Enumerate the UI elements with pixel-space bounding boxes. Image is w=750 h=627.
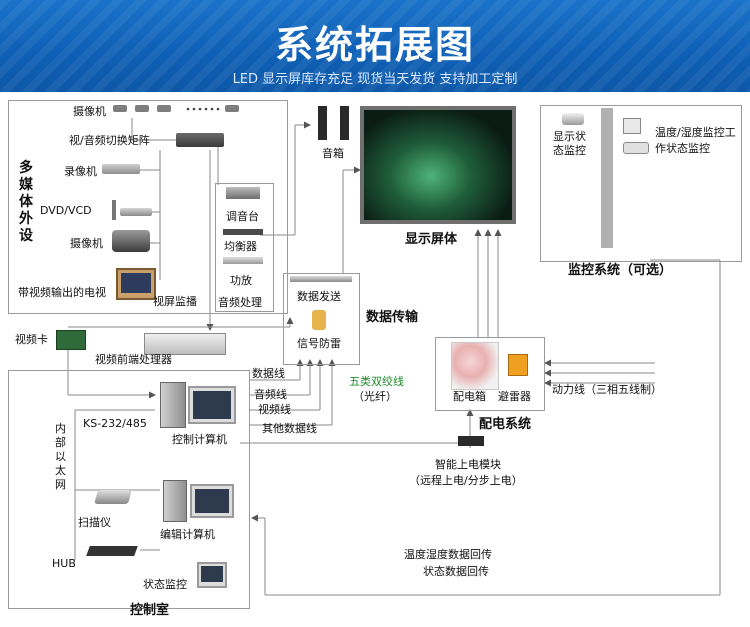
matrix-switch-icon [176,133,224,147]
audio-processing-box [215,183,274,312]
power-module-icon [458,436,484,446]
amplifier-icon [223,257,263,264]
edit-pc-tower-icon [163,480,187,522]
power-line-label: 动力线（三相五线制） [552,383,662,396]
tv-icon [116,268,156,300]
equalizer-icon [223,229,263,235]
edit-pc-label: 编辑计算机 [160,528,215,541]
video-processor-icon [144,333,226,355]
equalizer-label: 均衡器 [224,240,257,253]
audio-group-label: 音频处理 [218,296,262,309]
status-camera-icon [562,113,584,125]
ethernet-label: 内部以太网 [55,422,66,491]
fiber-label: （光纤） [353,390,397,403]
monitoring-label: 监控系统（可选） [568,263,673,278]
hub-icon [86,546,138,556]
dvd-tower-icon [112,200,116,220]
led-display-screen [360,106,516,224]
monitor-item1-label: 显示状态监控 [553,130,586,157]
speaker-label: 音箱 [322,147,344,160]
monitor-pole [601,108,613,248]
sensor-icon-1 [623,118,641,134]
recorder-icon [102,164,140,174]
camera-label: 摄像机 [73,105,106,118]
lightning-protector-icon [312,310,326,330]
control-pc-monitor-icon [188,386,236,424]
status-monitor-icon [197,562,227,588]
scanner-label: 扫描仪 [78,516,111,529]
feedback-line1: 温度湿度数据回传 [404,548,492,561]
arrester-label: 避雷器 [498,390,531,403]
dvd-player-icon [120,208,152,216]
camera-row-icon [113,101,243,117]
power-module-label: 智能上电模块 [435,458,501,471]
mixer-icon [226,187,260,199]
mixer-label: 调音台 [226,210,259,223]
line-audio-label: 音频线 [254,388,287,401]
media-peripherals-box [8,100,288,314]
video-card-label: 视频卡 [15,333,48,346]
speaker-left-icon [318,106,327,140]
camcorder-icon [112,230,150,252]
monitor-item2-label: 温度/湿度监控工作状态监控 [655,126,736,155]
power-system-box [435,337,545,411]
hub-label: HUB [52,557,76,570]
arrester-icon [508,354,528,376]
sensor-icon-2 [623,142,649,154]
recorder-label: 录像机 [64,165,97,178]
power-module-note: （远程上电/分步上电） [409,474,523,487]
status-monitor-label: 状态监控 [143,578,187,591]
page-subtitle: LED 显示屏库存充足 现货当天发货 支持加工定制 [232,72,518,87]
page-title: 系统拓展图 [274,23,475,67]
line-data-label: 数据线 [252,367,285,380]
amplifier-label: 功放 [230,274,252,287]
control-room-label: 控制室 [130,603,170,618]
transmission-label: 数据传输 [366,310,419,325]
video-processor-label: 视频前端处理器 [95,353,172,366]
edit-pc-monitor-icon [190,484,234,518]
video-card-icon [56,330,86,350]
line-other-label: 其他数据线 [262,422,317,435]
rs-label: KS-232/485 [83,417,147,430]
header-banner: 系统拓展图 LED 显示屏库存充足 现货当天发货 支持加工定制 [0,0,750,92]
distribution-box-label: 配电箱 [453,390,486,403]
control-pc-tower-icon [160,382,186,428]
control-pc-label: 控制计算机 [172,433,227,446]
feedback-line2: 状态数据回传 [423,565,489,578]
lightning-label: 信号防雷 [297,337,341,350]
data-transmission-box [283,273,360,365]
camcorder-label: 摄像机 [70,237,103,250]
speaker-right-icon [340,106,349,140]
monitoring-system-box [540,105,742,262]
line-video-label: 视频线 [258,403,291,416]
data-sender-icon [290,276,352,282]
cable-label: 五类双绞线 [349,375,404,388]
display-label: 显示屏体 [405,232,458,247]
control-room-box [8,370,250,609]
distribution-box-icon [451,342,499,390]
power-system-label: 配电系统 [479,417,532,432]
video-monitor-label: 视屏监播 [153,295,197,308]
data-send-label: 数据发送 [297,290,341,303]
matrix-label: 视/音频切换矩阵 [69,134,150,147]
media-group-label: 多媒体外设 [19,160,33,244]
scanner-icon [94,490,132,504]
dvd-label: DVD/VCD [40,204,92,217]
tv-label: 带视频输出的电视 [18,286,106,299]
